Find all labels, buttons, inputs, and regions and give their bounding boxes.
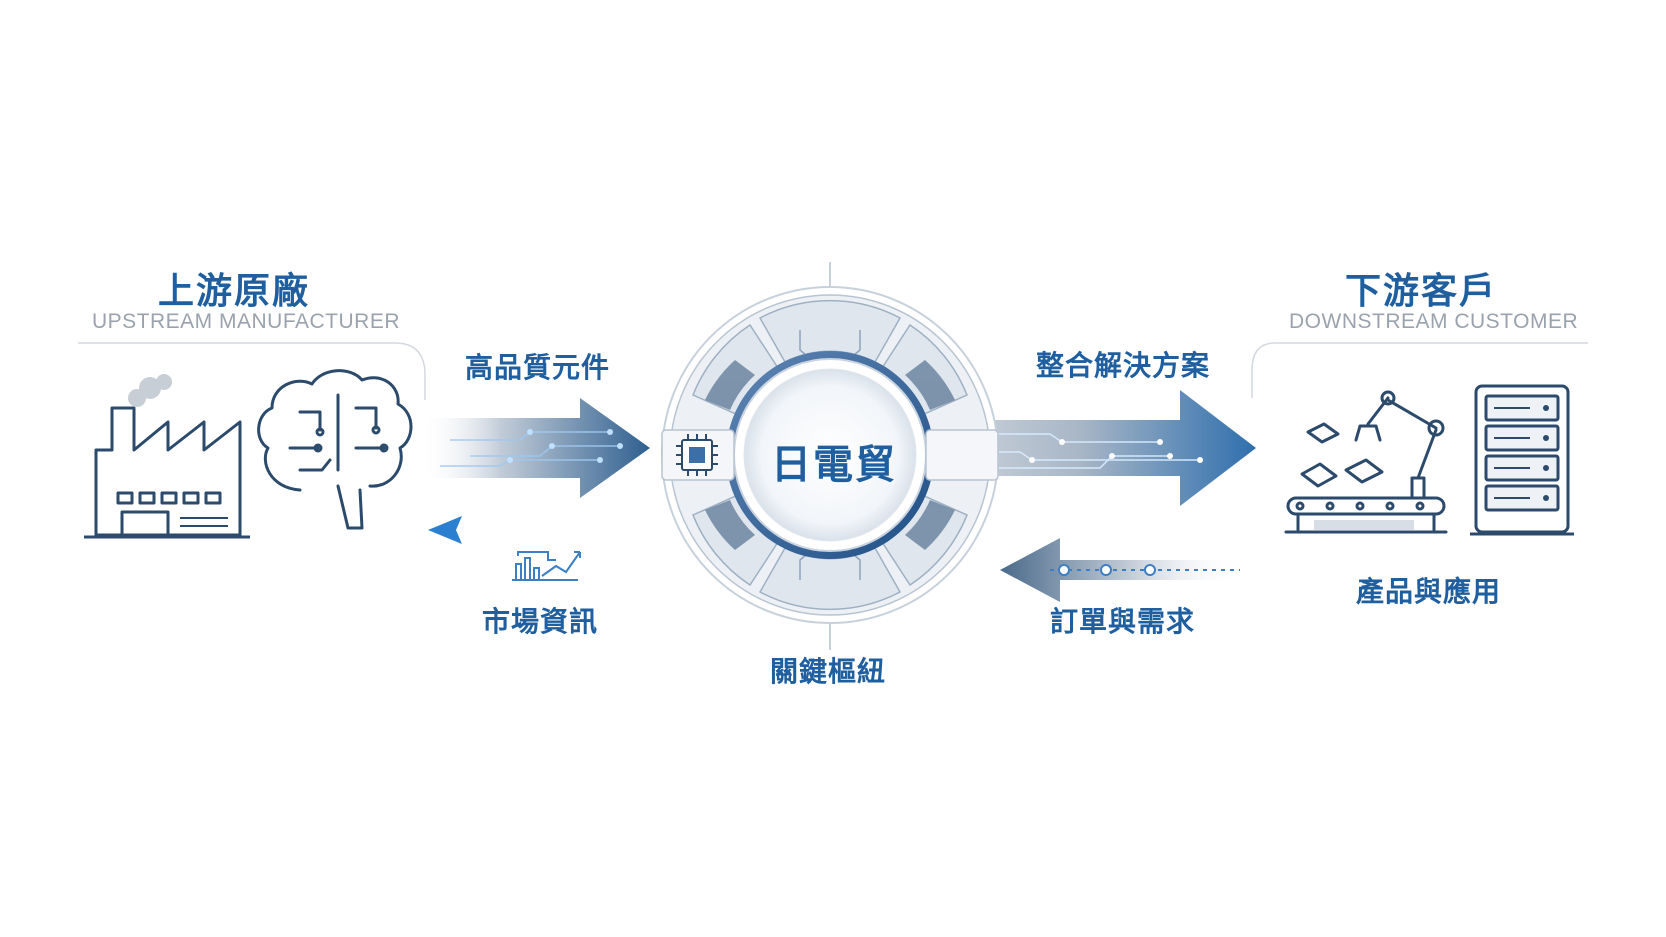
server-rack-icon <box>1470 384 1574 536</box>
upstream-title: 上游原廠 <box>158 271 311 312</box>
hub-caption: 關鍵樞紐 <box>770 655 887 688</box>
upstream-subtitle: UPSTREAM MANUFACTURER <box>92 310 401 333</box>
arrow-hub-to-upstream <box>428 516 660 544</box>
robot-arm-assembly-icon <box>1284 390 1448 534</box>
flow-label-high-quality-components: 高品質元件 <box>465 351 611 384</box>
downstream-subtitle: DOWNSTREAM CUSTOMER <box>1289 310 1579 333</box>
flow-label-integrated-solutions: 整合解決方案 <box>1036 349 1211 382</box>
arrow-downstream-to-hub <box>1000 538 1240 602</box>
upstream-header-rule <box>78 342 426 400</box>
smoke-icon <box>128 374 172 407</box>
hub-name: 日電貿 <box>771 442 897 488</box>
downstream-header-rule <box>1251 342 1588 398</box>
chip-icon <box>676 434 718 476</box>
brain-circuit-icon <box>257 369 413 530</box>
chart-icon <box>512 551 581 581</box>
flow-label-market-info: 市場資訊 <box>482 605 599 638</box>
downstream-products-label: 產品與應用 <box>1356 575 1502 608</box>
downstream-title: 下游客戶 <box>1345 271 1498 312</box>
factory-icon <box>84 406 250 539</box>
arrow-hub-to-downstream <box>905 390 1256 506</box>
arrow-upstream-to-hub <box>420 398 650 498</box>
hub-graphic <box>661 262 999 650</box>
flow-label-orders-demand: 訂單與需求 <box>1050 605 1196 638</box>
